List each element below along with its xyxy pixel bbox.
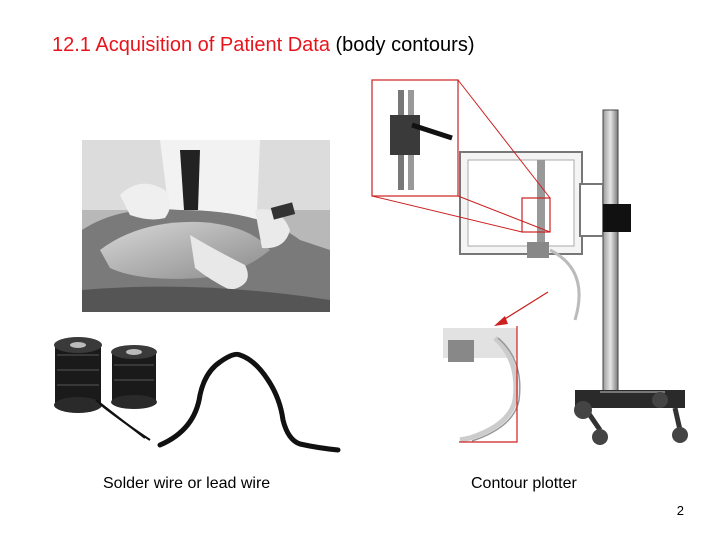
patient-photo <box>82 140 330 312</box>
zoom-callout-top <box>371 79 551 233</box>
caption-right: Contour plotter <box>471 475 577 492</box>
page-number: 2 <box>676 503 684 518</box>
wire-spools <box>54 337 157 441</box>
title-black-part: (body contours) <box>329 34 475 56</box>
slide-title: 12.1 Acquisition of Patient Data (body c… <box>52 34 474 57</box>
zoom-callout-bottom <box>443 291 549 443</box>
title-red-part: 12.1 Acquisition of Patient Data <box>52 34 330 56</box>
contour-plotter <box>459 109 688 445</box>
caption-left: Solder wire or lead wire <box>103 475 271 492</box>
wire-contour <box>157 351 341 453</box>
